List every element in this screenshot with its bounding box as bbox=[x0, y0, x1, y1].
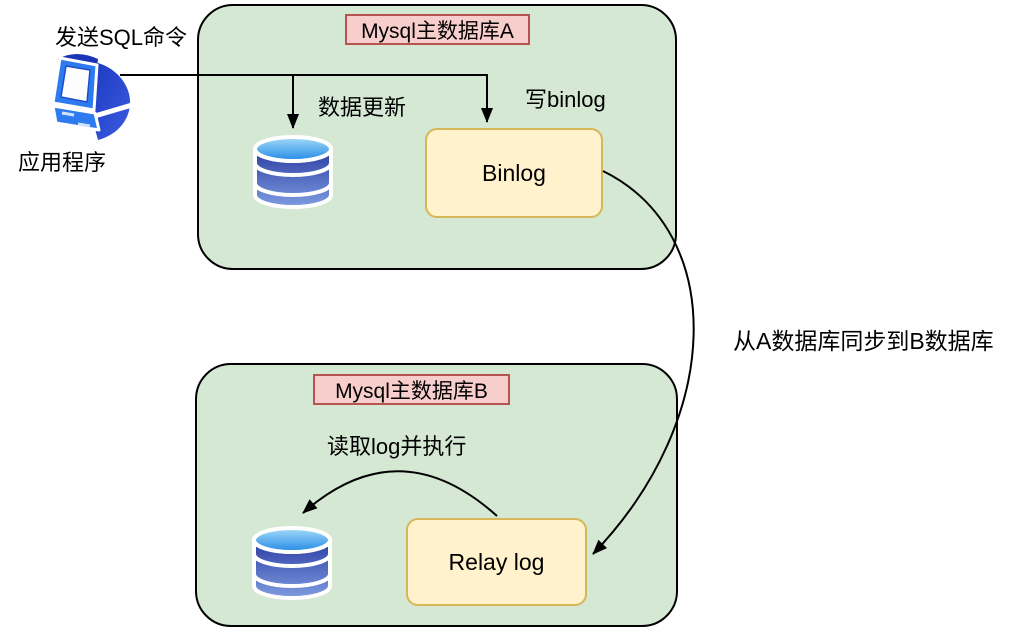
application-computer-icon bbox=[51, 54, 133, 140]
label-read-log-execute: 读取log并执行 bbox=[327, 434, 467, 459]
label-application: 应用程序 bbox=[18, 150, 107, 175]
mysql-b-title-badge: Mysql主数据库B bbox=[313, 374, 510, 405]
label-sync-a-to-b: 从A数据库同步到B数据库 bbox=[733, 328, 994, 354]
binlog-node: Binlog bbox=[425, 128, 603, 218]
label-send-sql-command: 发送SQL命令 bbox=[55, 25, 188, 50]
mysql-a-title-badge: Mysql主数据库A bbox=[345, 14, 530, 45]
relay-log-node: Relay log bbox=[406, 518, 587, 606]
label-write-binlog: 写binlog bbox=[525, 87, 606, 112]
label-data-update: 数据更新 bbox=[318, 95, 407, 120]
